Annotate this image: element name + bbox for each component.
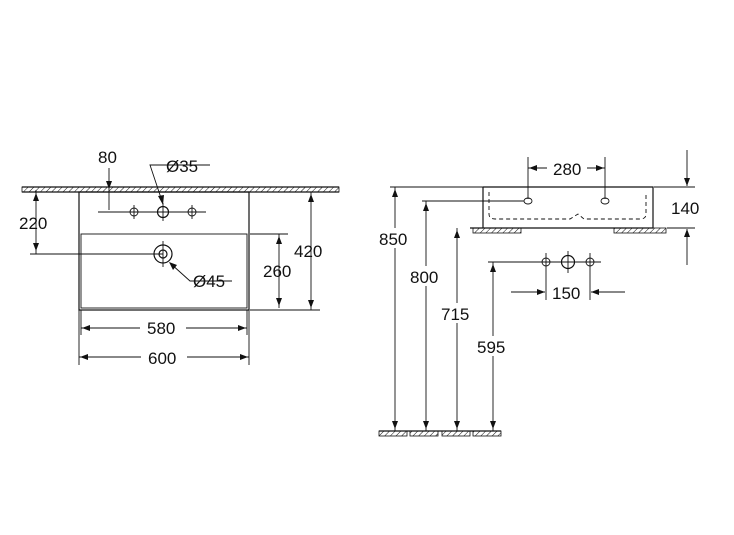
support-left	[472, 227, 522, 234]
support-right	[613, 227, 667, 234]
wall-strip	[21, 186, 340, 193]
dim-420-label: 420	[294, 242, 322, 261]
dim-800: 800	[408, 200, 524, 431]
dim-150: 150	[511, 271, 625, 303]
dim-595-label: 595	[477, 338, 505, 357]
tap-holes	[98, 203, 206, 221]
dim-580-label: 580	[147, 319, 175, 338]
dim-80: 80	[98, 148, 117, 210]
trap-connections	[541, 251, 595, 273]
bowl-outline	[80, 233, 248, 309]
dim-150-label: 150	[552, 284, 580, 303]
side-view: 280 140 850 800	[377, 150, 699, 437]
dim-850: 850	[377, 186, 483, 431]
dim-600-label: 600	[148, 349, 176, 368]
floor	[378, 430, 502, 437]
dim-260-label: 260	[263, 262, 291, 281]
dim-140: 140	[654, 150, 699, 265]
front-view: 80 Ø35 Ø45 220 260	[19, 148, 340, 368]
dim-260: 260	[250, 233, 291, 308]
dim-850-label: 850	[379, 230, 407, 249]
dim-595: 595	[475, 261, 601, 431]
dim-600: 600	[78, 310, 250, 368]
dim-800-label: 800	[410, 268, 438, 287]
dim-140-label: 140	[671, 199, 699, 218]
dim-dia35: Ø35	[149, 157, 210, 205]
dim-280-label: 280	[553, 160, 581, 179]
dim-580: 580	[80, 310, 248, 338]
dim-dia45: Ø45	[169, 262, 232, 291]
basin-profile	[470, 186, 654, 229]
dim-220-label: 220	[19, 214, 47, 233]
dim-715-label: 715	[441, 305, 469, 324]
dim-dia45-label: Ø45	[193, 272, 225, 291]
dim-280: 280	[527, 157, 606, 199]
dim-220: 220	[19, 190, 163, 255]
dim-715: 715	[439, 228, 475, 431]
basin-outline	[78, 191, 250, 311]
dim-80-label: 80	[98, 148, 117, 167]
dim-420: 420	[250, 192, 322, 311]
dim-dia35-label: Ø35	[166, 157, 198, 176]
